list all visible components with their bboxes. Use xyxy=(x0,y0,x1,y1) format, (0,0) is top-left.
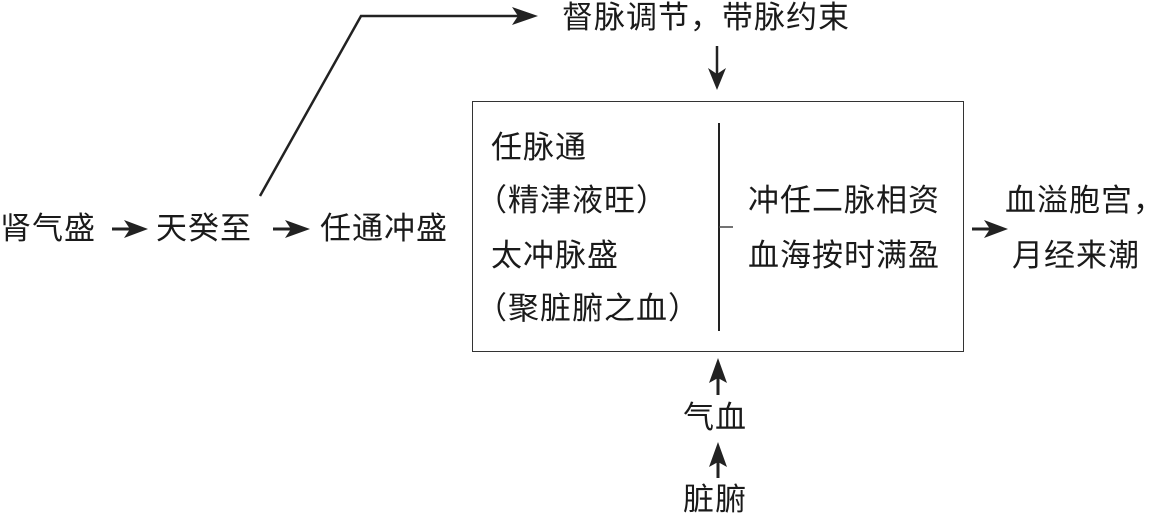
node-du-dai-regulation: 督脉调节，带脉约束 xyxy=(562,0,850,36)
box-bracket xyxy=(718,123,733,331)
box-right-line-1: 冲任二脉相资 xyxy=(748,183,940,219)
outcome-line-2: 月经来潮 xyxy=(1012,238,1140,274)
node-tiangui: 天癸至 xyxy=(156,211,252,247)
central-box xyxy=(472,101,964,352)
arrow-tiangui-to-renchong xyxy=(273,220,310,238)
node-ren-chong: 任通冲盛 xyxy=(320,211,448,247)
box-right-line-2: 血海按时满盈 xyxy=(748,238,940,274)
arrow-qiblood-to-box xyxy=(709,358,727,395)
arrow-box-to-outcome xyxy=(972,220,1008,238)
node-qi-blood: 气血 xyxy=(683,400,747,436)
box-left-line-2: （精津液旺） xyxy=(476,183,668,219)
outcome-line-1: 血溢胞宫， xyxy=(1005,183,1156,219)
node-kidney-qi: 肾气盛 xyxy=(0,211,96,247)
box-left-line-3: 太冲脉盛 xyxy=(491,238,619,274)
box-left-line-4: （聚脏腑之血） xyxy=(476,291,700,327)
arrow-to-top-node xyxy=(258,7,538,197)
arrow-top-node-to-box xyxy=(708,46,726,90)
box-left-line-1: 任脉通 xyxy=(491,130,587,166)
arrow-zangfu-to-qiblood xyxy=(709,442,727,478)
node-zangfu: 脏腑 xyxy=(683,482,747,518)
arrow-kidney-to-tiangui xyxy=(112,220,148,238)
